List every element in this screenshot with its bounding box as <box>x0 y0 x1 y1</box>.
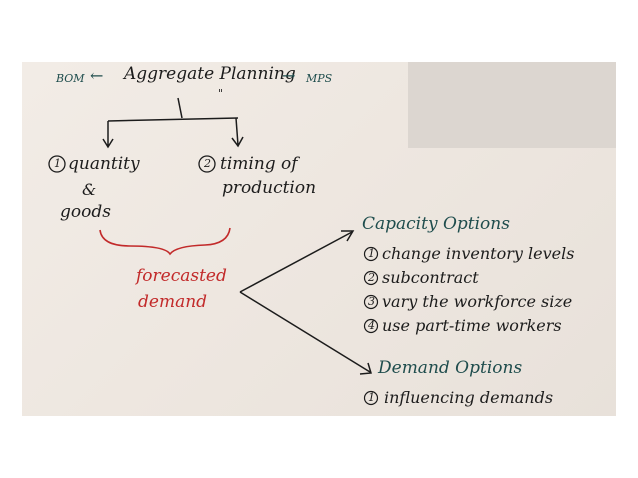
bom-label: BOM <box>56 72 85 85</box>
ditto-mark: " <box>218 87 224 100</box>
demand-options-title: Demand Options <box>378 358 523 378</box>
arrow-to-demand <box>239 291 372 375</box>
num-circle-cap-3 <box>363 294 379 310</box>
cap-3-text: vary the workforce size <box>382 292 573 311</box>
arrow-to-capacity <box>239 230 355 293</box>
arrow-to-quantity <box>102 121 114 149</box>
quantity-label: quantity <box>68 154 140 174</box>
dem-1-text: influencing demands <box>384 388 554 407</box>
dem-1-number: 1 <box>368 391 375 404</box>
stem-line <box>177 97 183 119</box>
quantity-number: 1 <box>54 157 61 170</box>
timing-number: 2 <box>204 157 211 170</box>
demand-label: demand <box>138 292 208 312</box>
cap-2-text: subcontract <box>382 268 479 287</box>
num-circle-timing <box>198 155 216 173</box>
left-arrow: ← <box>90 66 104 85</box>
num-circle-dem-1 <box>363 390 379 406</box>
arrow-to-timing <box>231 117 244 148</box>
cap-4-number: 4 <box>368 319 375 332</box>
cap-1-number: 1 <box>368 247 375 260</box>
cap-1-text: change inventory levels <box>382 244 575 263</box>
cap-2-number: 2 <box>368 271 375 284</box>
aggregate-planning-title: Aggregate Planning <box>124 64 296 84</box>
cap-4-text: use part-time workers <box>382 316 562 335</box>
cap-3-number: 3 <box>368 295 375 308</box>
production-label: production <box>222 178 317 198</box>
num-circle-cap-2 <box>363 270 379 286</box>
branch-bar <box>107 117 239 122</box>
shadow-region <box>408 62 616 148</box>
mps-label: MPS <box>306 72 333 85</box>
goods-label: goods <box>60 202 111 222</box>
forecasted-label: forecasted <box>136 266 227 286</box>
capacity-options-title: Capacity Options <box>362 214 510 234</box>
timing-label: timing of <box>220 154 298 174</box>
num-circle-cap-1 <box>363 246 379 262</box>
curly-brace <box>99 227 231 256</box>
right-arrow: → <box>282 66 296 85</box>
num-circle-cap-4 <box>363 318 379 334</box>
num-circle-quantity <box>48 155 66 173</box>
quantity-ampersand: & <box>82 180 97 199</box>
